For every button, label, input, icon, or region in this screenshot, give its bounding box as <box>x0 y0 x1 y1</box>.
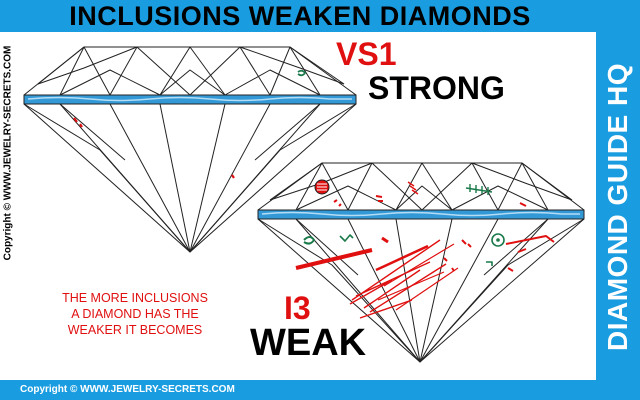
caption-line-3: WEAKER IT BECOMES <box>67 323 203 337</box>
grade-weak-label: WEAK <box>250 322 367 364</box>
caption: THE MORE INCLUSIONS A DIAMOND HAS THE WE… <box>28 290 242 338</box>
diamond-vs1-inclusions <box>73 69 306 179</box>
diamond-vs1-pavilion-facets <box>23 103 357 253</box>
side-banner <box>596 32 640 382</box>
page-title: INCLUSIONS WEAKEN DIAMONDS <box>69 1 531 31</box>
title-bar <box>0 0 640 32</box>
diamond-vs1-crown-facets <box>37 46 345 96</box>
diamond-i3-crown-facets <box>269 162 573 211</box>
grade-i3-label: I3 <box>284 290 311 326</box>
diamond-i3-girdle <box>257 209 585 220</box>
caption-line-1: THE MORE INCLUSIONS <box>62 291 208 305</box>
diamond-vs1-girdle <box>23 94 357 105</box>
diamond-vs1 <box>23 46 357 253</box>
footer-bar <box>0 380 640 400</box>
diamond-i3-pavilion-facets <box>257 218 585 363</box>
footer-copyright: Copyright © WWW.JEWELRY-SECRETS.COM <box>20 384 235 395</box>
caption-line-2: A DIAMOND HAS THE <box>71 307 199 321</box>
diamond-i3 <box>257 162 585 363</box>
grade-strong-label: STRONG <box>368 70 505 106</box>
diamond-i3-pavilion <box>257 218 585 363</box>
diamond-vs1-pavilion <box>23 103 357 253</box>
diamond-i3-pavilion-inclusions <box>295 233 555 319</box>
grade-vs1-label: VS1 <box>336 36 397 72</box>
diamond-i3-crown-inclusions <box>314 179 527 207</box>
